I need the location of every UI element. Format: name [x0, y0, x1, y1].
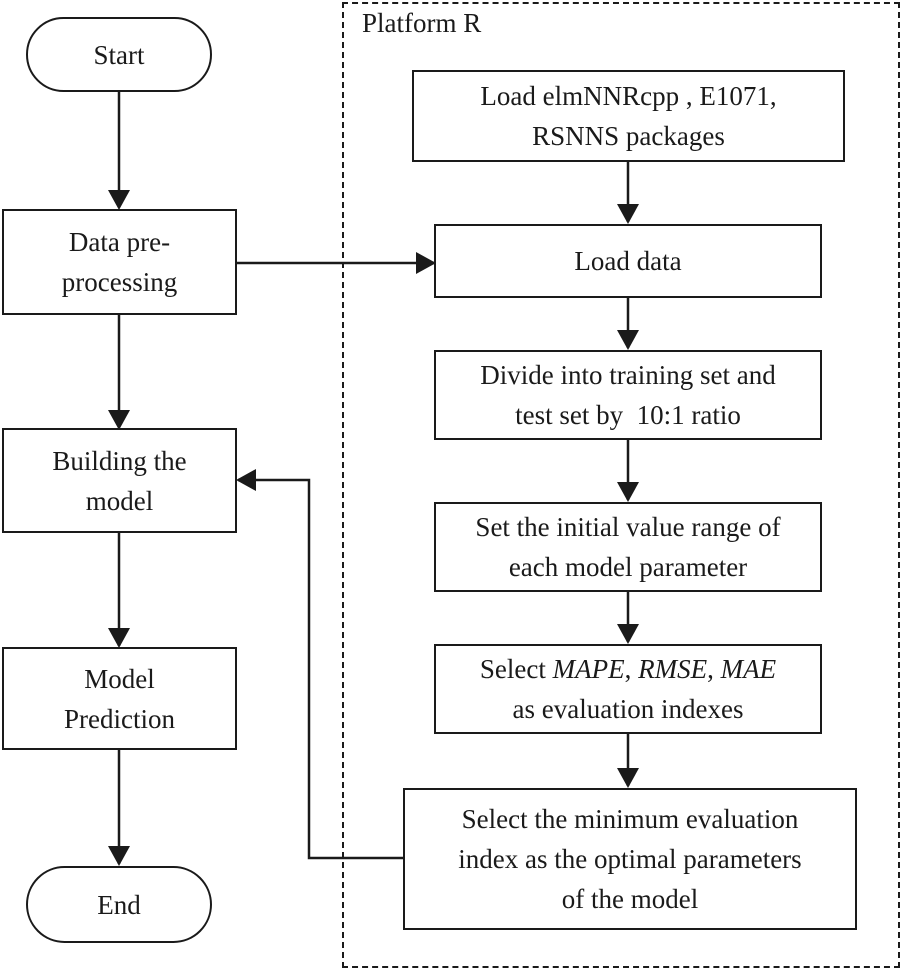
- prediction-line-2: Prediction: [64, 703, 175, 734]
- arrowhead-select-indexes: [617, 624, 639, 644]
- arrowhead-divide: [617, 330, 639, 350]
- arrow-feedback-to-building: [238, 478, 403, 860]
- building-model-box: Building the model: [2, 428, 237, 533]
- load-packages-box: Load elmNNRcpp , E1071, RSNNS packages: [412, 70, 845, 162]
- select-indexes-box: Select MAPE, RMSE, MAE as evaluation ind…: [434, 644, 822, 734]
- select-min-line-2: index as the optimal parameters: [458, 844, 802, 874]
- building-line-2: model: [85, 485, 154, 516]
- arrowhead-prediction: [108, 628, 130, 648]
- select-min-line-1: Select the minimum evaluation: [461, 804, 799, 834]
- divide-data-box: Divide into training set and test set by…: [434, 350, 822, 440]
- arrowhead-building: [108, 410, 130, 430]
- platform-r-dashed-region: [342, 2, 900, 968]
- data-preprocessing-box: Data pre- processing: [2, 209, 237, 315]
- divide-line-2: test set by 10:1 ratio: [515, 400, 741, 430]
- set-range-box: Set the initial value range of each mode…: [434, 502, 822, 592]
- load-data-label: Load data: [574, 246, 682, 276]
- select-minimum-box: Select the minimum evaluation index as t…: [403, 788, 857, 930]
- platform-r-label: Platform R: [362, 8, 482, 38]
- load-packages-line-1: Load elmNNRcpp , E1071,: [480, 81, 777, 111]
- arrowhead-select-min: [617, 768, 639, 788]
- select-indexes-sep-1: ,: [624, 654, 639, 684]
- set-range-line-2: each model parameter: [508, 552, 748, 582]
- preprocessing-line-1: Data pre-: [68, 227, 171, 257]
- start-node: Start: [26, 17, 212, 92]
- model-prediction-box: Model Prediction: [2, 647, 237, 750]
- set-range-line-1: Set the initial value range of: [475, 512, 781, 542]
- metric-mape: MAPE: [552, 654, 625, 684]
- select-indexes-line-2: as evaluation indexes: [512, 694, 744, 724]
- arrowhead-end: [108, 846, 130, 866]
- metric-mae: MAE: [720, 654, 777, 684]
- arrowhead-building-right: [236, 469, 256, 491]
- metric-rmse: RMSE: [638, 654, 708, 684]
- end-label: End: [97, 889, 141, 920]
- divide-line-1: Divide into training set and: [480, 360, 776, 390]
- load-packages-line-2: RSNNS packages: [532, 121, 725, 151]
- select-min-line-3: of the model: [561, 884, 699, 914]
- preprocessing-line-2: processing: [61, 267, 178, 297]
- arrowhead-load-data-left: [416, 252, 436, 274]
- end-node: End: [26, 866, 212, 943]
- start-label: Start: [93, 39, 145, 70]
- load-data-box: Load data: [434, 224, 822, 298]
- arrowhead-preprocessing: [108, 190, 130, 210]
- select-indexes-line-1: Select MAPE, RMSE, MAE: [480, 649, 776, 689]
- arrowhead-load-data-top: [617, 204, 639, 224]
- prediction-line-1: Model: [84, 663, 155, 694]
- arrowhead-set-range: [617, 482, 639, 502]
- building-line-1: Building the: [52, 445, 187, 476]
- select-indexes-sep-2: ,: [707, 654, 721, 684]
- select-indexes-prefix: Select: [479, 654, 553, 684]
